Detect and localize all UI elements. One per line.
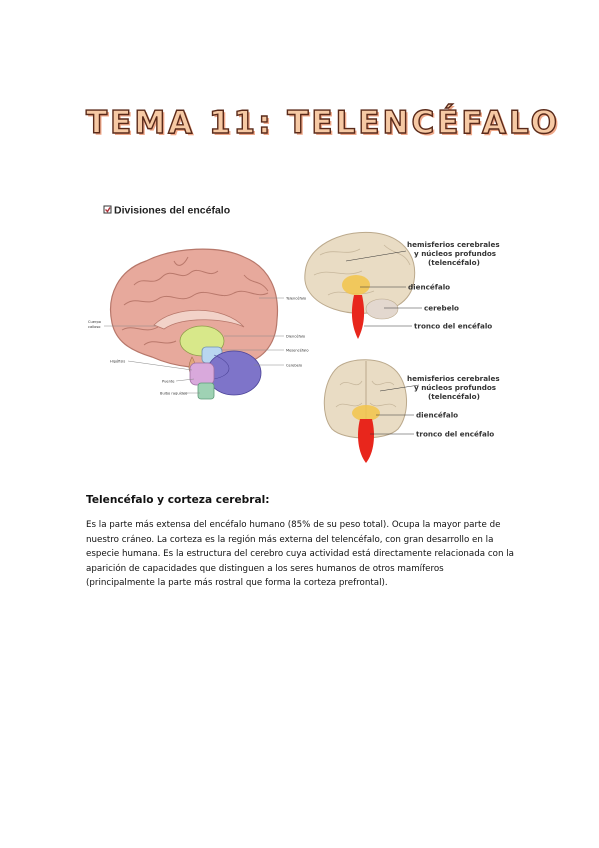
bottom-right-leader-lines — [370, 384, 420, 435]
lateral-cerebellum-shape — [365, 298, 399, 320]
label-cerebelo: Cerebelo — [286, 364, 302, 368]
label-cuerpo-calloso-2: calloso — [88, 325, 100, 329]
left-labels: Telencéfalo Cuerpo calloso Diencéfalo Me… — [88, 297, 309, 396]
br-hemisferios-2: y núcleos profundos — [414, 383, 496, 392]
br-diencefalo: diencéfalo — [416, 411, 458, 420]
pons-shape — [189, 362, 215, 386]
frontal-brain — [323, 359, 408, 463]
lateral-brain — [304, 231, 416, 339]
tr-hemisferios-1: hemisferios cerebrales — [407, 240, 500, 249]
medulla-shape — [197, 382, 215, 400]
frontal-diencephalon-shape — [352, 405, 380, 421]
body-paragraph: Es la parte más extensa del encéfalo hum… — [86, 520, 514, 588]
br-hemisferios-1: hemisferios cerebrales — [407, 374, 500, 383]
section-heading: Telencéfalo y corteza cerebral: — [86, 494, 270, 506]
label-cuerpo-calloso-1: Cuerpo — [88, 320, 101, 324]
top-right-leader-lines — [345, 250, 422, 327]
corpus-callosum-shape — [153, 309, 245, 330]
br-tronco: tronco del encéfalo — [416, 430, 494, 439]
page-title: TEMA 11: TELENCÉFALO — [85, 104, 561, 141]
bottom-right-labels: hemisferios cerebrales y núcleos profund… — [407, 374, 500, 439]
frontal-brainstem-shape — [358, 419, 374, 463]
cortex-gyri — [121, 256, 269, 346]
tr-diencefalo: diencéfalo — [408, 283, 450, 292]
brain-divisions-illustration: Divisiones del encéfalo Telencéf — [88, 205, 500, 463]
br-hemisferios-3: (telencéfalo) — [428, 392, 480, 401]
figure-header: Divisiones del encéfalo — [114, 205, 230, 217]
left-leader-lines — [104, 297, 284, 394]
check-mark-icon — [105, 207, 111, 213]
lateral-sulci — [313, 244, 411, 296]
lateral-brainstem-shape — [351, 295, 365, 339]
label-hipofisis: Hipófisis — [110, 360, 125, 364]
tr-cerebelo: cerebelo — [424, 304, 459, 313]
cerebellum-folia — [213, 354, 230, 380]
label-telencefalo: Telencéfalo — [285, 297, 306, 301]
sagittal-brain — [110, 248, 279, 400]
tr-hemisferios-3: (telencéfalo) — [428, 258, 480, 267]
frontal-sulci — [335, 380, 397, 408]
lateral-diencephalon-shape — [342, 275, 370, 295]
checkbox-icon — [103, 205, 112, 214]
tr-tronco: tronco del encéfalo — [414, 322, 492, 331]
label-puente: Puente — [162, 380, 175, 384]
label-diencefalo: Diencéfalo — [286, 335, 305, 339]
cortex-shape — [110, 248, 279, 369]
tr-hemisferios-2: y núcleos profundos — [414, 249, 496, 258]
top-right-labels: hemisferios cerebrales y núcleos profund… — [407, 240, 500, 331]
frontal-hemispheres-shape — [323, 359, 408, 439]
label-mesencefalo: Mesencéfalo — [286, 349, 309, 353]
brain-divisions-figure: Divisiones del encéfalo Telencéf — [84, 195, 514, 495]
cerebellum-shape — [206, 350, 262, 396]
label-bulbo: Bulbo raquídeo — [160, 392, 187, 396]
